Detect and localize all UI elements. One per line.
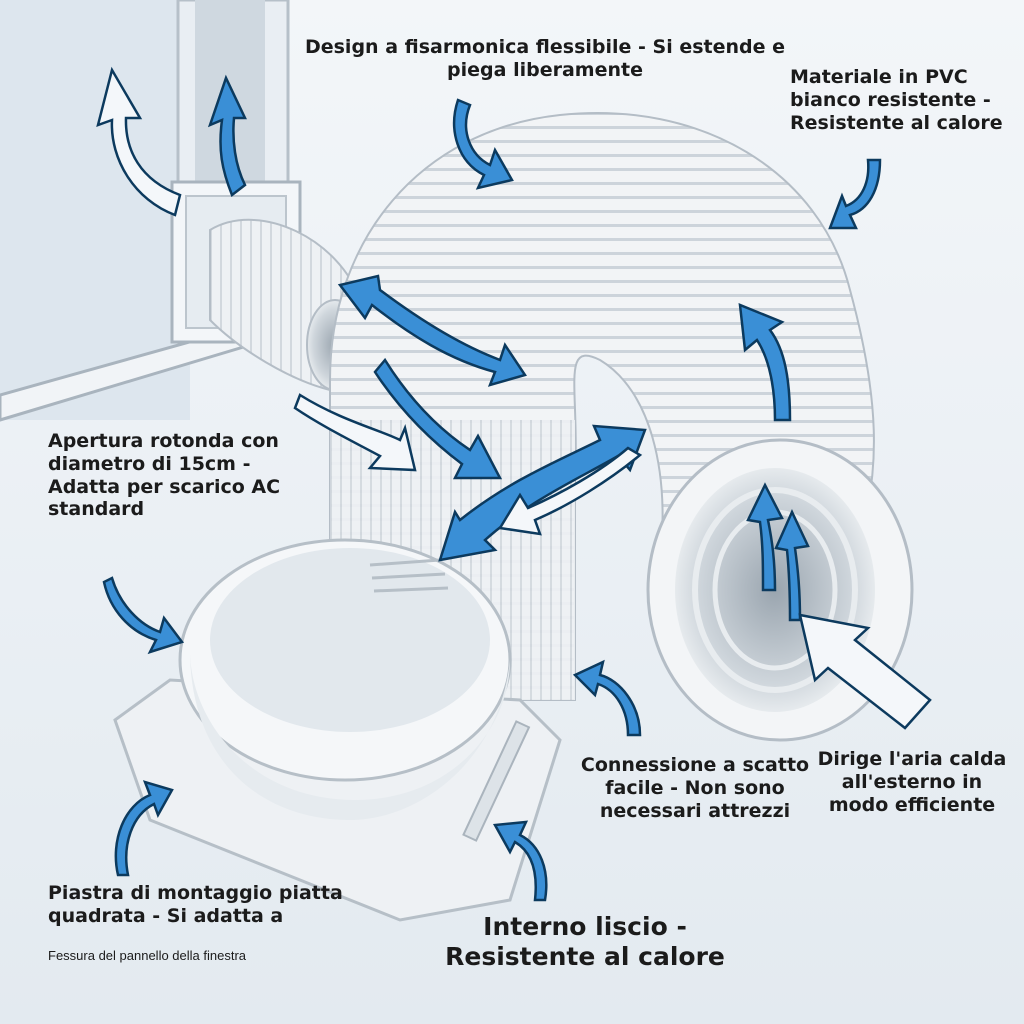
arrow-white-diagonal-icon — [798, 613, 932, 730]
hot-air-caption: Dirige l'aria calda all'esterno in modo … — [817, 748, 1007, 816]
arrow-inner-up-icon — [746, 482, 784, 592]
arrow-opening-icon — [102, 576, 185, 655]
annotation-arrows — [96, 66, 932, 902]
arrow-plate-icon — [114, 780, 174, 877]
arrow-interior-icon — [492, 820, 548, 902]
smooth-interior-caption: Interno liscio - Resistente al calore — [445, 912, 725, 971]
snap-connection-caption: Connessione a scatto facile - Non sono n… — [580, 754, 810, 822]
arrow-white-left-icon — [497, 446, 643, 536]
arrow-hose-in-icon — [337, 274, 527, 387]
arrow-inner-up2-icon — [774, 508, 810, 622]
design-caption: Design a fisarmonica flessibile - Si est… — [304, 36, 786, 81]
arrow-down-diagonal-icon — [373, 357, 503, 480]
window-slot-caption: Fessura del pannello della finestra — [48, 948, 247, 963]
mounting-plate-caption: Piastra di montaggio piatta quadrata - S… — [48, 882, 343, 927]
arrow-design-icon — [453, 98, 514, 190]
arrow-material-icon — [828, 158, 882, 230]
material-caption: Materiale in PVC bianco resistente - Res… — [790, 66, 1003, 134]
arrow-window-up-icon — [96, 66, 182, 217]
mounting-plate — [113, 538, 562, 922]
arrow-window-right-icon — [207, 74, 247, 197]
opening-caption: Apertura rotonda con diametro di 15cm - … — [48, 430, 281, 521]
arrow-hose-up-icon — [738, 303, 792, 422]
arrow-window-hose-icon — [293, 393, 417, 472]
arrow-snap-icon — [572, 659, 642, 737]
